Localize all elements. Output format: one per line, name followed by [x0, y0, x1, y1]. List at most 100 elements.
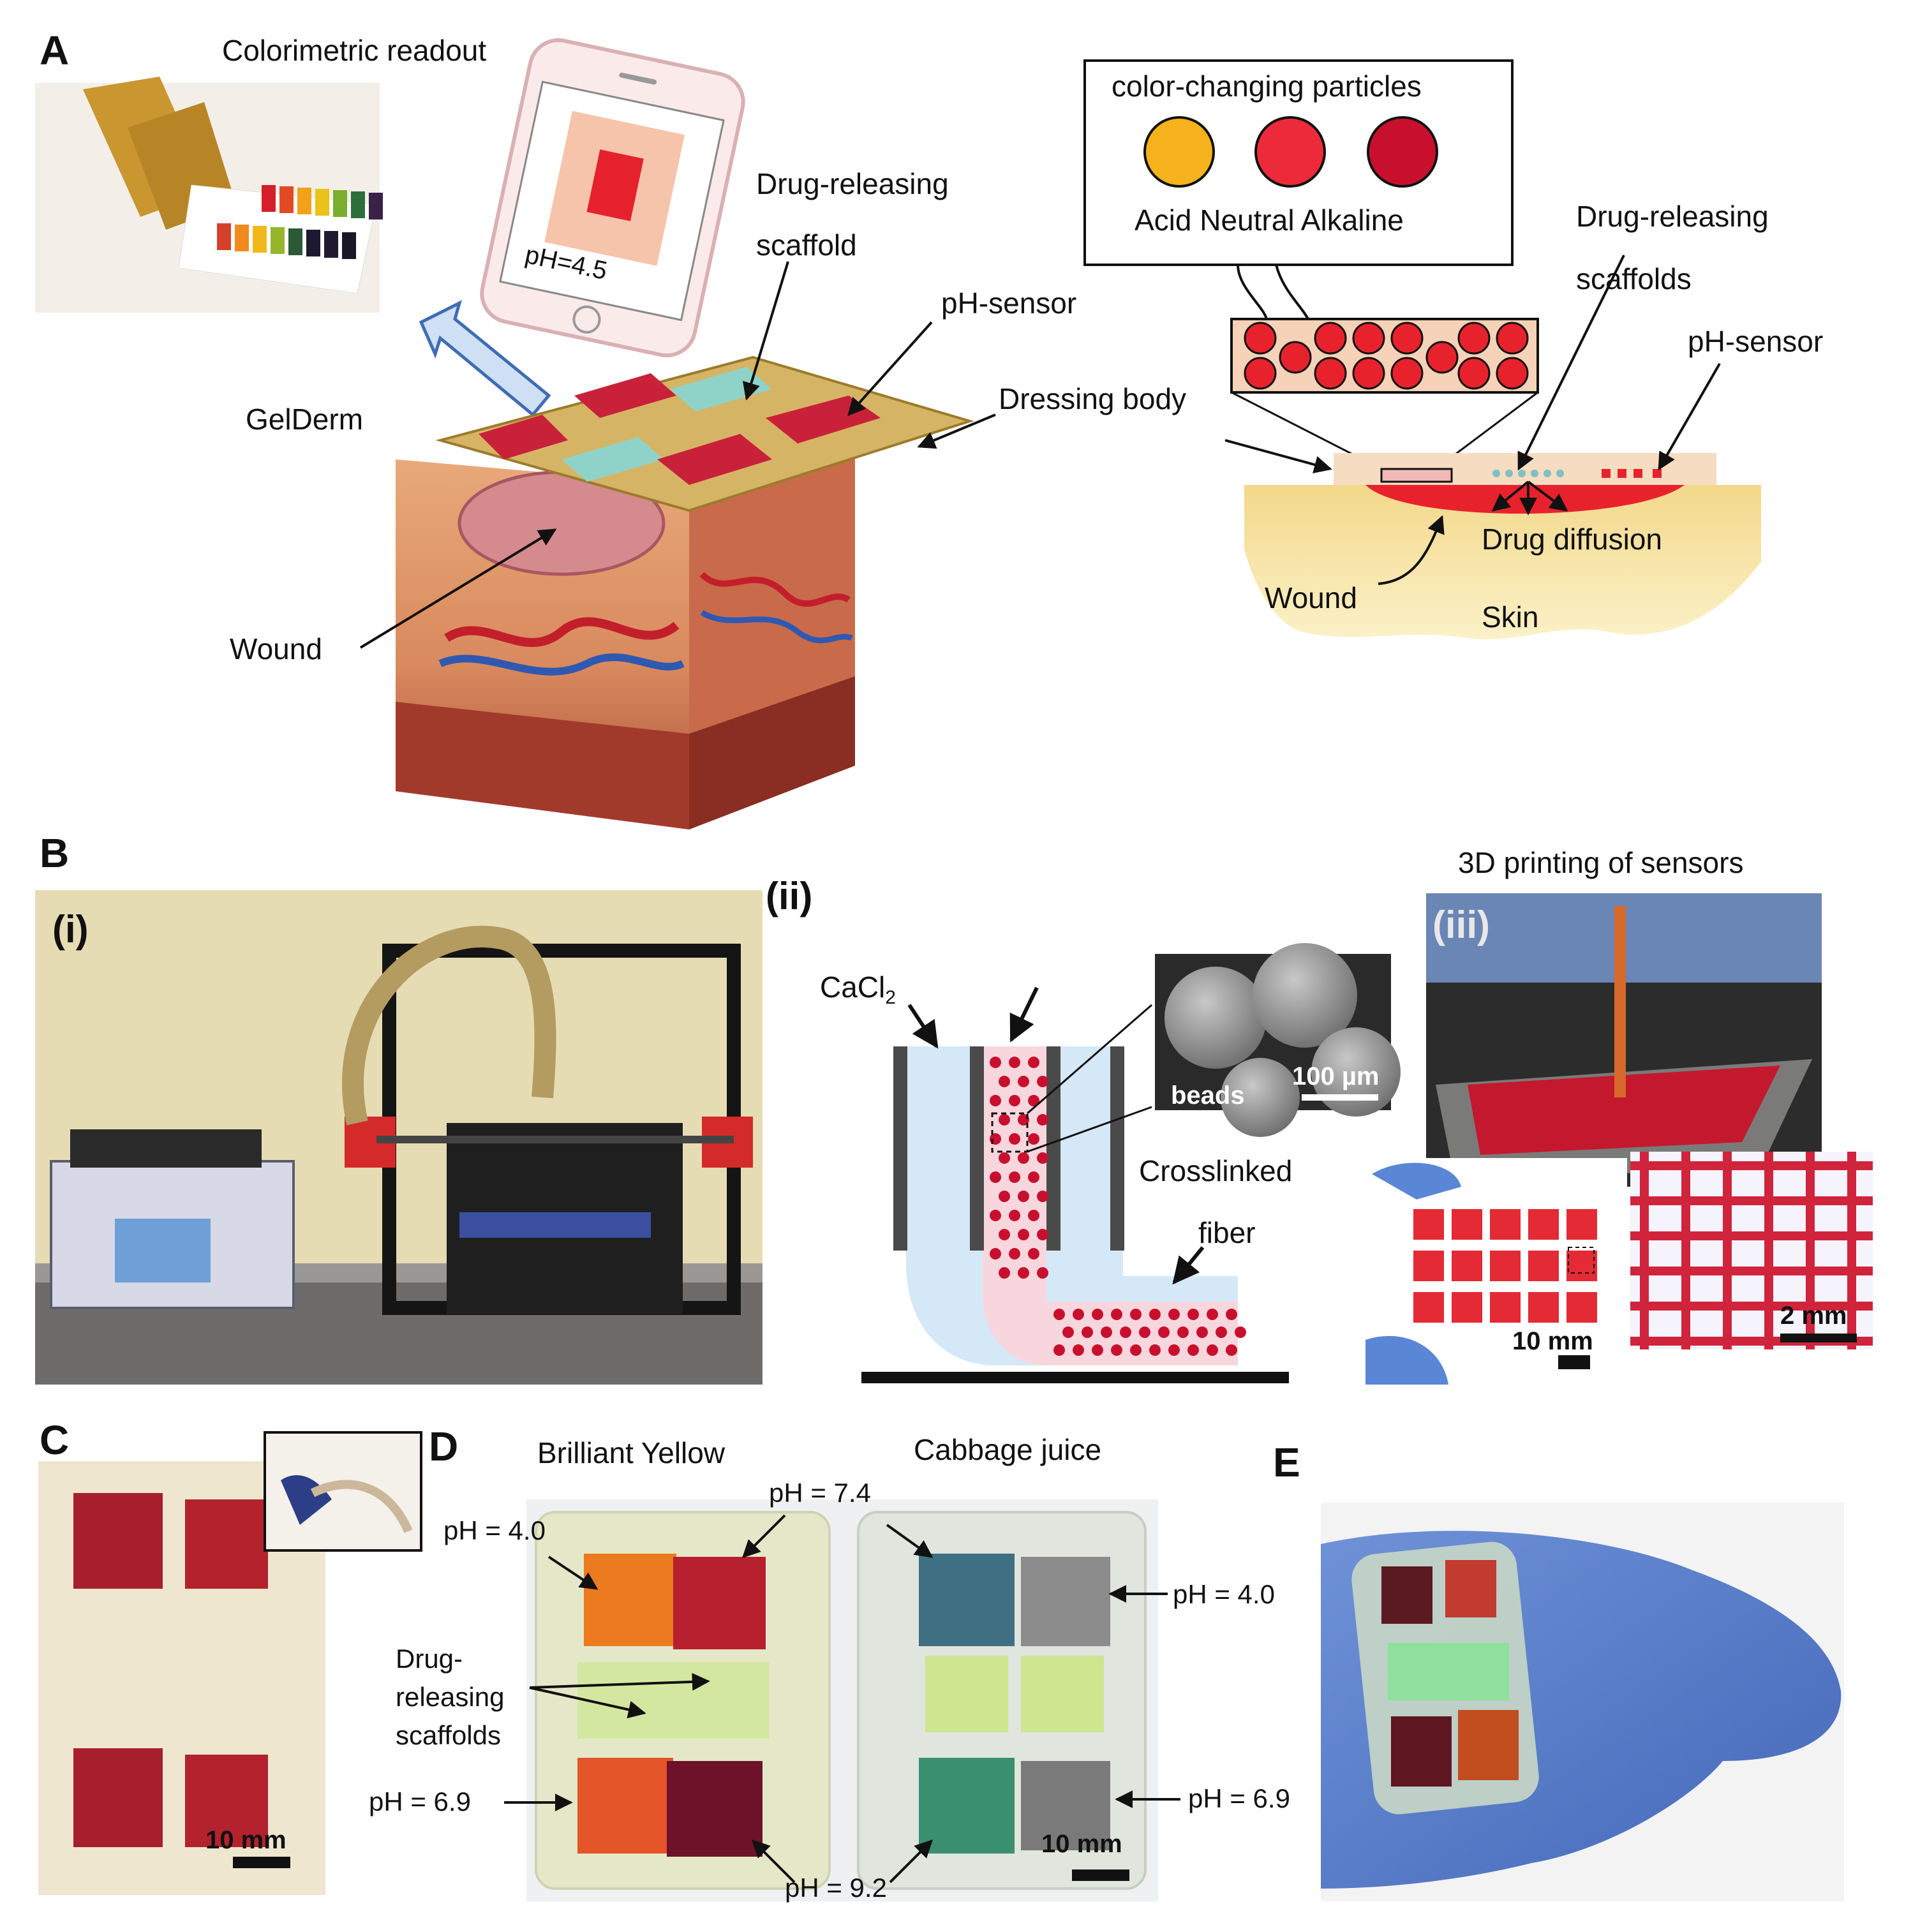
flexible-dressing-inset — [264, 1431, 422, 1552]
fiber-bead — [1037, 1229, 1048, 1240]
sem-beads-inset — [1155, 943, 1401, 1137]
printed-sensor — [1452, 1292, 1482, 1323]
label-ph-sensor: pH-sensor — [941, 286, 1077, 320]
fiber-bead — [1009, 1210, 1020, 1221]
fiber-bead — [1037, 1267, 1048, 1279]
fiber-bead — [999, 1267, 1010, 1279]
fiber-bead — [1037, 1152, 1048, 1164]
fiber-bead — [1168, 1344, 1180, 1356]
fiber-bead — [1092, 1309, 1103, 1320]
particle-matrix-zoom — [1230, 318, 1539, 394]
printed-sensor — [1413, 1292, 1444, 1323]
panel-label-d: D — [429, 1423, 459, 1469]
fiber-bead — [1111, 1344, 1122, 1356]
lattice-strand — [1630, 1196, 1873, 1205]
fiber-bead — [1187, 1344, 1199, 1356]
label-drug-releasing-scaffold: Drug-releasing scaffold — [756, 167, 949, 262]
fiber-bead — [1053, 1309, 1065, 1320]
arrow-ph-sensor — [847, 321, 933, 417]
fiber-bead — [1073, 1309, 1084, 1320]
fiber-bead — [990, 1210, 1001, 1221]
fiber-bead — [1187, 1309, 1199, 1320]
fiber-bead — [1235, 1326, 1246, 1338]
arrow-scaffold — [742, 261, 789, 401]
panel-label-c: C — [40, 1417, 70, 1463]
label-skin: Skin — [1482, 600, 1539, 634]
fiber-bead — [1196, 1326, 1208, 1338]
label-ph-7-4: pH = 7.4 — [769, 1478, 871, 1508]
fiber-bead — [1101, 1326, 1112, 1338]
panel-label-e: E — [1273, 1439, 1300, 1485]
label-scale-2mm: 2 mm — [1780, 1302, 1847, 1330]
fiber-bead — [1216, 1326, 1227, 1338]
label-ph-4-0-left: pH = 4.0 — [443, 1515, 546, 1545]
lattice-zoom — [1630, 1152, 1873, 1349]
printed-sensor — [1452, 1251, 1482, 1281]
fiber-bead — [990, 1095, 1001, 1106]
label-ph-6-9-right: pH = 6.9 — [1188, 1783, 1290, 1813]
printed-sensor — [1528, 1209, 1559, 1240]
fiber-bead — [1130, 1344, 1142, 1356]
ph-test-photo — [526, 1499, 1158, 1901]
fiber-bead — [1073, 1344, 1084, 1356]
label-wound-right: Wound — [1265, 581, 1357, 614]
lattice-strand — [1764, 1152, 1773, 1349]
label-cabbage-juice: Cabbage juice — [914, 1433, 1102, 1466]
label-beads: beads — [1171, 1081, 1245, 1110]
coaxial-nozzle-diagram — [861, 1004, 1289, 1383]
fiber-bead — [999, 1191, 1010, 1202]
sensor-dots — [1602, 469, 1662, 478]
fiber-bead — [1037, 1076, 1048, 1087]
fiber-bead — [1018, 1229, 1029, 1240]
fiber-bead — [1207, 1344, 1218, 1356]
fiber-bead — [1009, 1057, 1020, 1068]
lattice-strand — [1630, 1302, 1873, 1311]
fiber-bead — [1028, 1248, 1039, 1260]
printed-sensor — [1566, 1209, 1597, 1240]
fiber-bead — [1028, 1171, 1039, 1183]
fiber-bead — [1037, 1191, 1048, 1202]
fiber-bead — [1018, 1152, 1029, 1164]
lattice-strand — [1681, 1152, 1690, 1349]
label-sub-ii: (ii) — [766, 875, 813, 918]
label-ph-6-9-left: pH = 6.9 — [369, 1787, 471, 1817]
label-3d-printing-title: 3D printing of sensors — [1458, 846, 1744, 879]
ph-color-chart — [217, 185, 383, 259]
label-drug-diffusion: Drug diffusion — [1482, 523, 1662, 556]
bioprinter-photo — [35, 890, 763, 1385]
label-colorimetric-readout: Colorimetric readout — [222, 34, 487, 67]
label-scale-10mm-b: 10 mm — [1512, 1327, 1593, 1355]
readout-arrow — [419, 300, 551, 417]
fiber-bead — [1009, 1095, 1020, 1106]
label-ph-sensor-right: pH-sensor — [1688, 325, 1824, 358]
scaffold-patch — [670, 367, 772, 412]
fiber-bead — [1168, 1309, 1180, 1320]
printed-sensor — [1490, 1292, 1521, 1323]
fiber-bead — [1018, 1191, 1029, 1202]
arrow-dressing-body — [917, 413, 996, 449]
label-wound: Wound — [230, 632, 322, 665]
scaffold-dots — [1492, 470, 1564, 477]
particle-neutral — [1254, 116, 1326, 188]
label-brilliant-yellow: Brilliant Yellow — [537, 1436, 725, 1469]
fiber-bead — [990, 1248, 1001, 1260]
sensor-patch — [657, 434, 772, 485]
printed-sensor — [1490, 1251, 1521, 1281]
particle-alkaline — [1367, 116, 1438, 188]
label-scale-10mm-c: 10 mm — [205, 1826, 286, 1854]
label-scale-10mm-d: 10 mm — [1041, 1830, 1122, 1858]
fiber-bead — [1009, 1248, 1020, 1260]
fiber-bead — [1149, 1309, 1161, 1320]
smartphone — [480, 38, 745, 358]
fiber-bead — [1130, 1309, 1142, 1320]
fiber-bead — [1207, 1309, 1218, 1320]
printed-sensor — [1566, 1292, 1597, 1323]
label-particles-title: color-changing particles — [1112, 70, 1422, 103]
fiber-bead — [1028, 1095, 1039, 1106]
printed-sensor-array — [1365, 1158, 1627, 1385]
lattice-strand — [1847, 1152, 1856, 1349]
fiber-bead — [1018, 1267, 1029, 1279]
label-ph-9-2: pH = 9.2 — [785, 1873, 887, 1903]
sensor-patch — [479, 415, 568, 459]
